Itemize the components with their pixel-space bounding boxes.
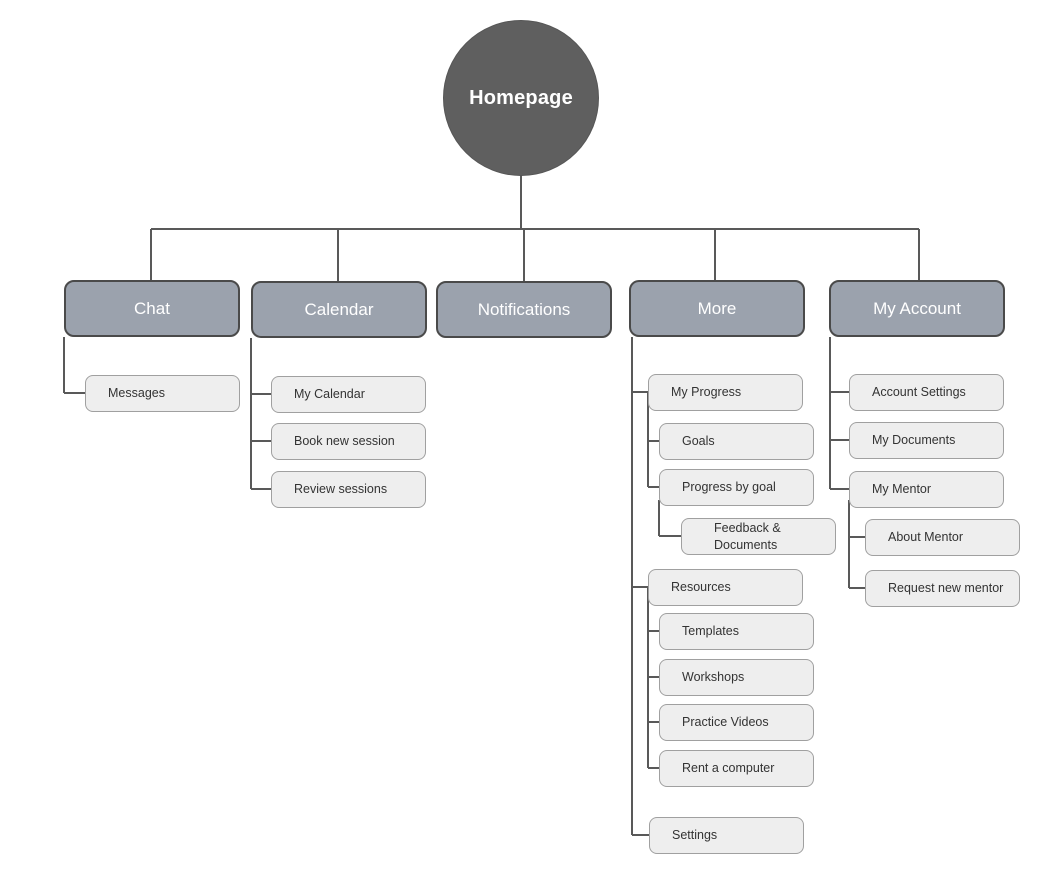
node-account-settings[interactable]: Account Settings: [849, 374, 1004, 411]
node-practice-videos-label: Practice Videos: [682, 715, 769, 730]
node-my-progress-label: My Progress: [671, 385, 742, 400]
node-practice-videos[interactable]: Practice Videos: [659, 704, 814, 741]
node-review-sessions[interactable]: Review sessions: [271, 471, 426, 508]
node-templates-label: Templates: [682, 624, 739, 639]
node-request-new-mentor[interactable]: Request new mentor: [865, 570, 1020, 607]
node-chat[interactable]: Chat: [64, 280, 240, 337]
node-my-account[interactable]: My Account: [829, 280, 1005, 337]
node-request-new-mentor-label: Request new mentor: [888, 581, 1004, 596]
node-feedback-documents[interactable]: Feedback & Documents: [681, 518, 836, 555]
node-my-documents-label: My Documents: [872, 433, 956, 448]
node-more-label: More: [697, 298, 737, 318]
node-my-account-label: My Account: [873, 298, 961, 318]
node-about-mentor[interactable]: About Mentor: [865, 519, 1020, 556]
node-review-sessions-label: Review sessions: [294, 482, 388, 497]
node-resources[interactable]: Resources: [648, 569, 803, 606]
node-templates[interactable]: Templates: [659, 613, 814, 650]
node-rent-a-computer-label: Rent a computer: [682, 761, 775, 776]
node-notifications-label: Notifications: [477, 299, 571, 319]
node-homepage-label: Homepage: [469, 86, 573, 109]
node-messages-label: Messages: [108, 386, 165, 401]
node-rent-a-computer[interactable]: Rent a computer: [659, 750, 814, 787]
node-account-settings-label: Account Settings: [872, 385, 966, 400]
node-chat-label: Chat: [134, 298, 170, 318]
node-book-new-session[interactable]: Book new session: [271, 423, 426, 460]
node-workshops[interactable]: Workshops: [659, 659, 814, 696]
node-progress-by-goal[interactable]: Progress by goal: [659, 469, 814, 506]
node-my-calendar[interactable]: My Calendar: [271, 376, 426, 413]
node-resources-label: Resources: [671, 580, 731, 595]
node-notifications[interactable]: Notifications: [436, 281, 612, 338]
node-goals-label: Goals: [682, 434, 715, 449]
node-calendar[interactable]: Calendar: [251, 281, 427, 338]
node-calendar-label: Calendar: [304, 299, 374, 319]
node-my-progress[interactable]: My Progress: [648, 374, 803, 411]
node-goals[interactable]: Goals: [659, 423, 814, 460]
node-feedback-documents-line1: Feedback &: [714, 520, 781, 535]
node-book-new-session-label: Book new session: [294, 434, 395, 449]
node-messages[interactable]: Messages: [85, 375, 240, 412]
node-my-documents[interactable]: My Documents: [849, 422, 1004, 459]
node-progress-by-goal-label: Progress by goal: [682, 480, 776, 495]
node-my-mentor[interactable]: My Mentor: [849, 471, 1004, 508]
node-about-mentor-label: About Mentor: [888, 530, 964, 545]
node-my-calendar-label: My Calendar: [294, 387, 365, 402]
node-settings[interactable]: Settings: [649, 817, 804, 854]
node-my-mentor-label: My Mentor: [872, 482, 932, 497]
node-homepage[interactable]: Homepage: [443, 20, 599, 176]
node-workshops-label: Workshops: [682, 670, 745, 685]
node-settings-label: Settings: [672, 828, 718, 843]
node-feedback-documents-label: Feedback & Documents: [682, 520, 781, 554]
node-more[interactable]: More: [629, 280, 805, 337]
node-feedback-documents-line2: Documents: [714, 537, 778, 552]
